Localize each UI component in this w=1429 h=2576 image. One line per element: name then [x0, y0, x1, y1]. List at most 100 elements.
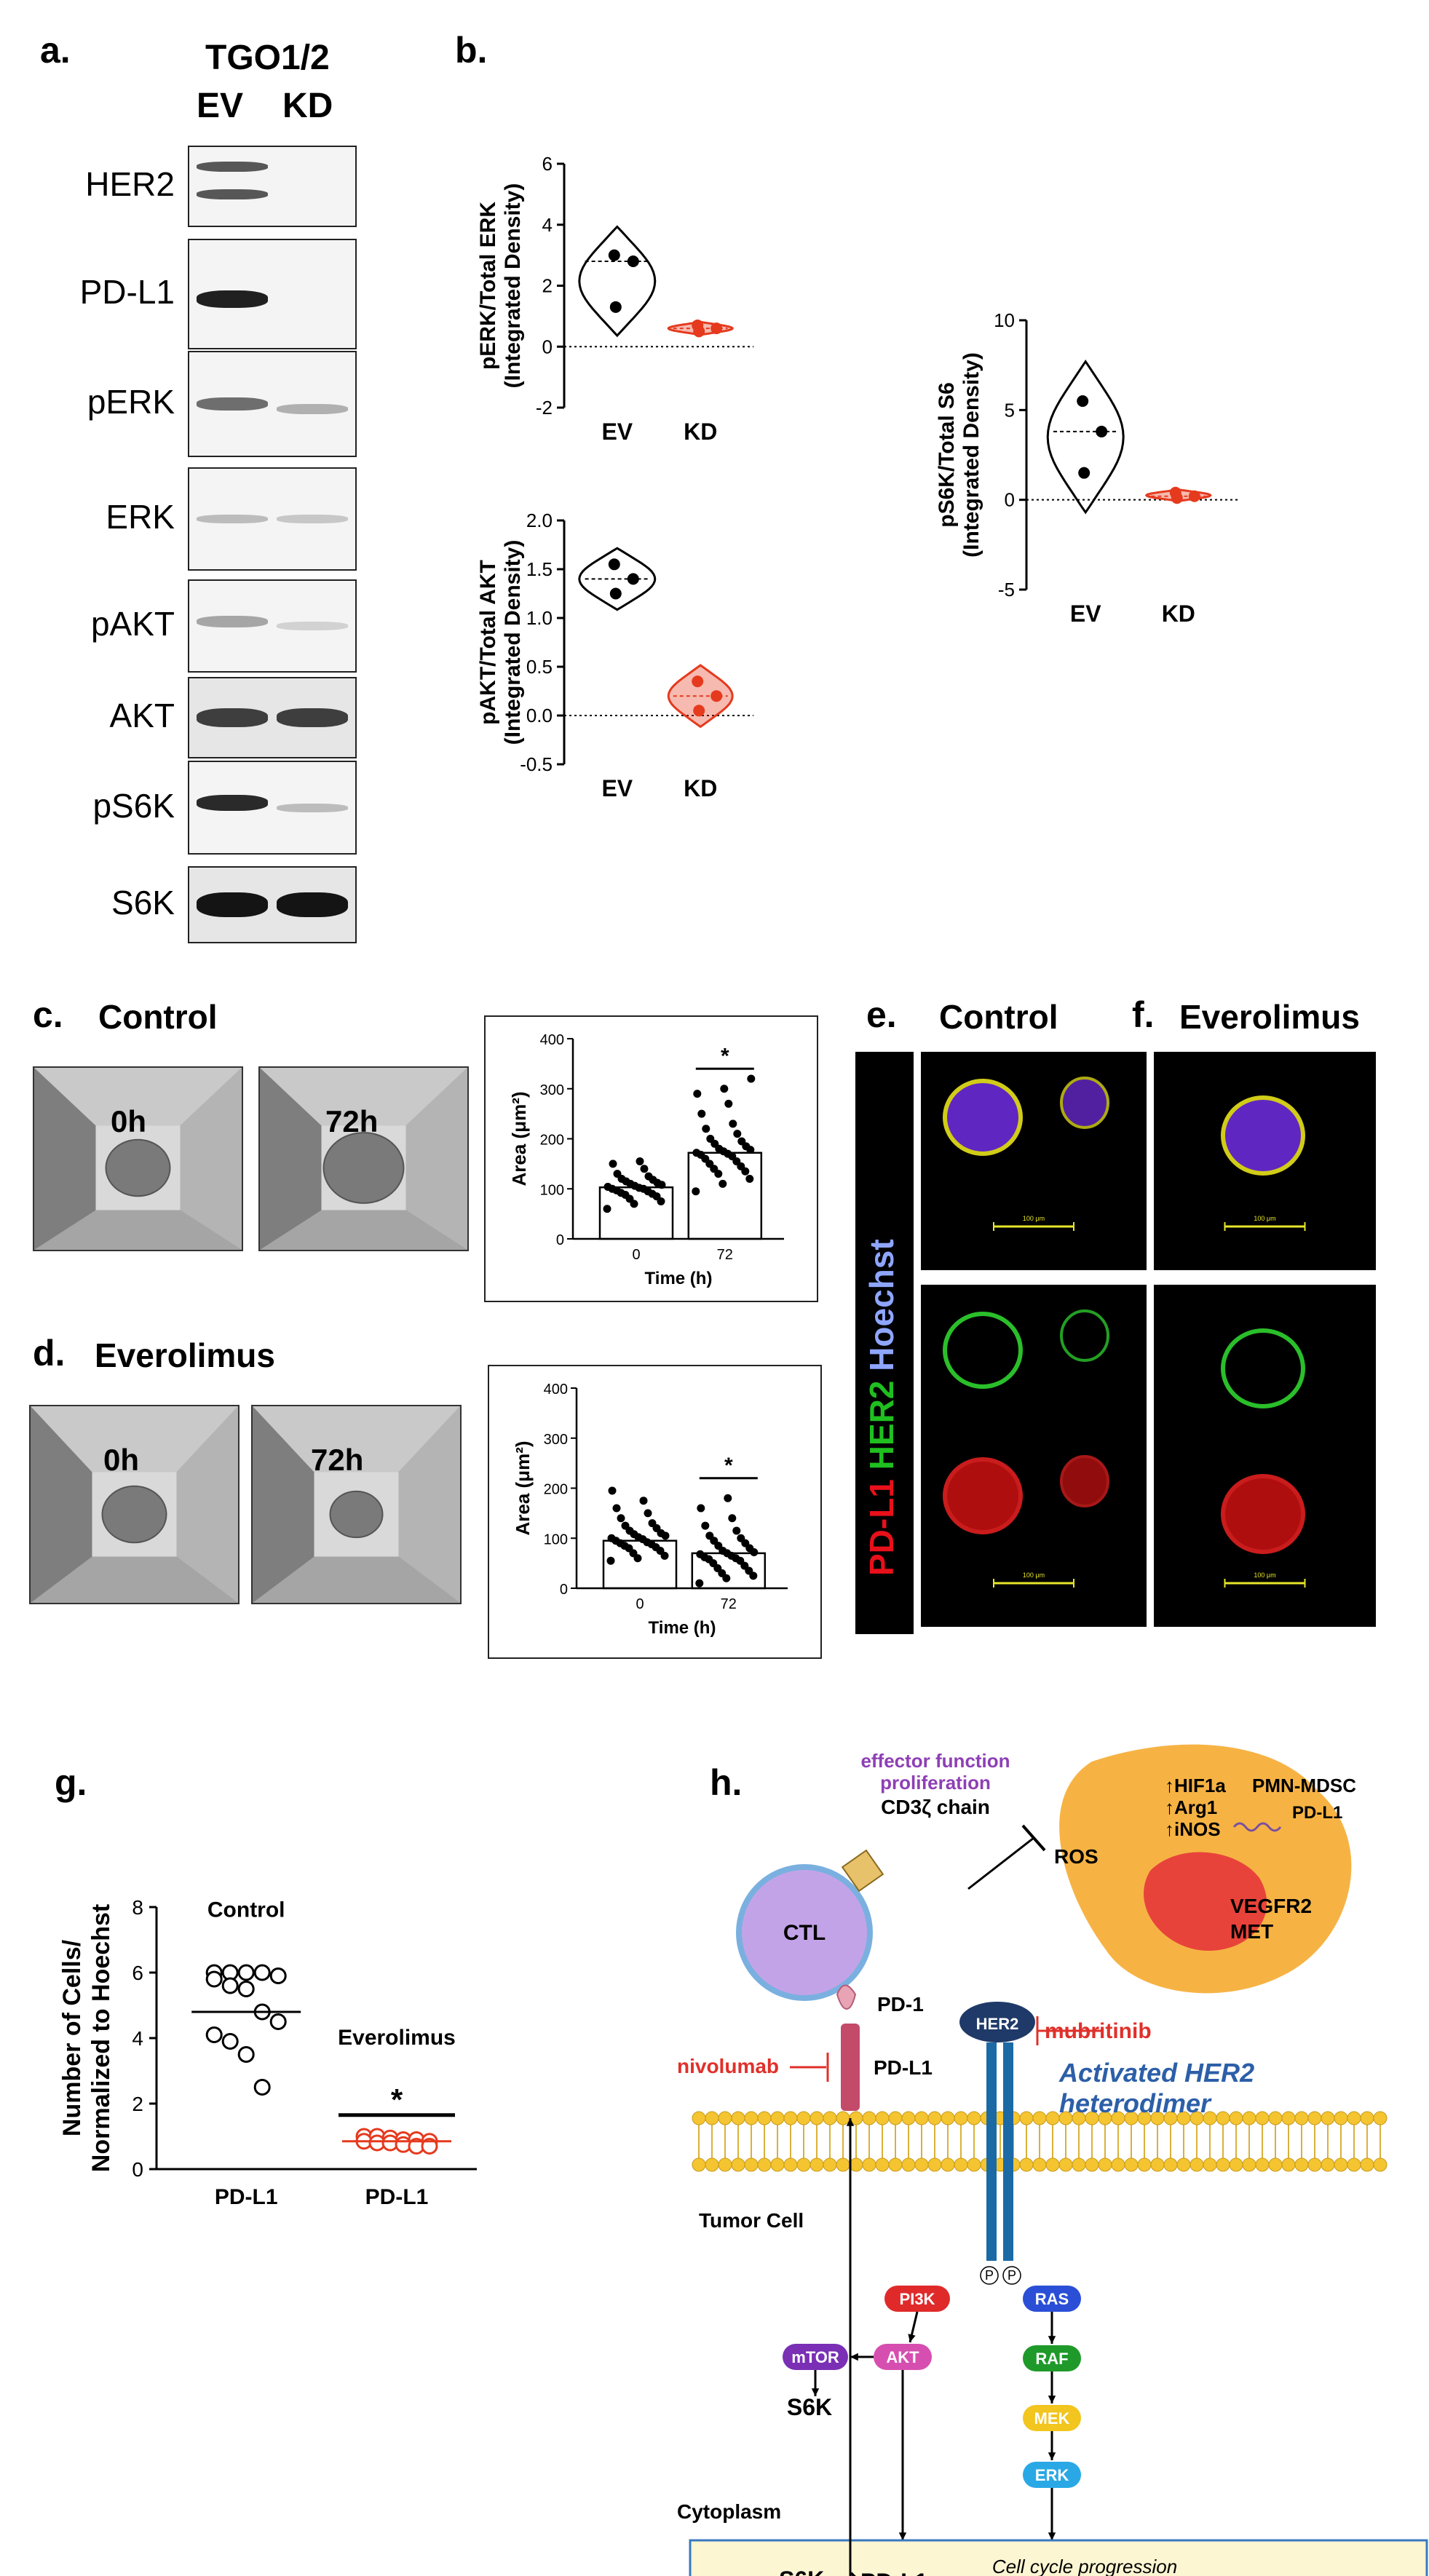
stain-hoechst-label: Hoechst	[863, 1239, 900, 1371]
pathway-diagram: ↑HIF1a↑Arg1↑iNOSPMN-MDSCPD-L1VEGFR2METef…	[677, 1744, 1428, 2576]
panel-a-label: a.	[40, 30, 71, 71]
node-s6k: S6K	[787, 2394, 832, 2420]
y-tick-label: 4	[132, 2027, 143, 2050]
svg-text:(Integrated Density): (Integrated Density)	[959, 352, 983, 558]
panel-f-label: f.	[1132, 994, 1155, 1035]
data-point	[613, 1170, 622, 1178]
mdsc-pdl1-label: PD-L1	[1292, 1803, 1342, 1823]
y-tick-label: 0	[132, 2158, 143, 2181]
pmn-mdsc-label: PMN-MDSC	[1252, 1775, 1356, 1796]
y-tick-label: 8	[132, 1896, 143, 1919]
svg-text:pERK/Total ERK: pERK/Total ERK	[476, 202, 500, 370]
data-point	[644, 1172, 653, 1181]
mdsc-marker: ↑Arg1	[1165, 1796, 1217, 1818]
data-point	[724, 1099, 733, 1108]
cytoplasm-label: Cytoplasm	[677, 2500, 781, 2523]
spheroid	[105, 1138, 171, 1197]
blot-band	[277, 892, 348, 917]
y-tick-label: 6	[132, 1962, 143, 1984]
blot-erk	[188, 467, 357, 571]
spheroid-everolimus-72h: 72h	[251, 1405, 462, 1604]
vegfr2-label: VEGFR2	[1230, 1895, 1312, 1917]
y-tick-label: 0	[560, 1582, 568, 1598]
panel-c-label: c.	[33, 994, 63, 1035]
y-tick-label: 400	[544, 1382, 568, 1398]
blot-label-ps6k: pS6K	[92, 786, 175, 825]
micrograph-control-1: 100 μm	[921, 1052, 1147, 1270]
node-ras-label: RAS	[1035, 2290, 1069, 2308]
y-tick-label: 1.0	[526, 607, 553, 629]
data-point	[640, 1165, 649, 1173]
blot-label-pakt: pAKT	[90, 605, 175, 643]
significance-star: *	[724, 1454, 733, 1478]
data-point	[747, 1074, 756, 1083]
data-point	[745, 1175, 754, 1183]
blot-band	[197, 515, 268, 523]
stain-pdl1-label: PD-L1	[863, 1479, 900, 1576]
svg-text:Normalized to Hoechst: Normalized to Hoechst	[87, 1904, 115, 2172]
blot-ps6k	[188, 761, 357, 855]
heterodimer-label: heterodimer	[1059, 2088, 1212, 2118]
x-tick-label: PD-L1	[215, 2185, 278, 2209]
violin-ev	[578, 225, 657, 338]
ctl-cell	[736, 1864, 873, 2001]
panel-e-label: e.	[866, 994, 897, 1035]
data-point	[692, 1187, 700, 1196]
data-point	[1096, 425, 1108, 437]
significance-star: *	[721, 1044, 729, 1068]
scale-bar-label: 100 μm	[1254, 1215, 1275, 1222]
spheroid-signal	[1221, 1095, 1305, 1176]
her2-chain-2	[1003, 2042, 1013, 2261]
data-point	[706, 1135, 715, 1143]
x-tick-label: KD	[1162, 601, 1195, 627]
data-point	[269, 1967, 287, 1984]
data-point	[1171, 492, 1183, 504]
blot-band	[277, 404, 348, 415]
spheroid-signal	[1221, 1474, 1305, 1554]
significance-star: *	[391, 2082, 403, 2117]
lane-ev-label: EV	[197, 87, 244, 125]
blot-label-her2: HER2	[85, 165, 175, 203]
y-axis-label: pAKT/Total AKT(Integrated Density)	[476, 540, 525, 745]
data-point	[692, 1149, 701, 1157]
data-point	[697, 1504, 705, 1513]
panel-b-label: b.	[455, 30, 488, 71]
spheroid-control-0h: 0h	[33, 1066, 243, 1251]
data-point	[710, 322, 723, 335]
data-point	[627, 573, 639, 585]
blot-label-perk: pERK	[87, 383, 175, 421]
data-point	[607, 1534, 616, 1542]
data-point	[1188, 490, 1200, 502]
data-point	[603, 1205, 611, 1213]
blot-label-akt: AKT	[109, 697, 175, 734]
data-point	[621, 1521, 630, 1530]
spheroid-signal	[943, 1079, 1023, 1156]
data-point	[603, 1183, 612, 1191]
blot-label-erk: ERK	[106, 498, 175, 536]
data-point	[737, 1137, 746, 1146]
data-point	[237, 1964, 255, 1981]
node-erk	[1023, 2462, 1081, 2488]
spheroid-control-72h: 72h	[258, 1066, 469, 1251]
x-axis-label: Time (h)	[645, 1269, 713, 1288]
micrograph-everolimus-1: 100 μm	[1154, 1052, 1376, 1270]
stain-label-strip: PD-L1 HER2 Hoechst	[855, 1052, 914, 1634]
cd3-label: CD3ζ chain	[881, 1796, 990, 1818]
panel-f-title: Everolimus	[1179, 998, 1360, 1036]
y-axis-label: Number of Cells/Normalized to Hoechst	[58, 1904, 115, 2172]
y-tick-label: 6	[542, 153, 553, 175]
svg-text:Area (μm²): Area (μm²)	[512, 1440, 534, 1535]
pd1-receptor	[836, 1984, 857, 2010]
y-tick-label: 200	[544, 1482, 568, 1498]
blot-perk	[188, 351, 357, 457]
data-point	[421, 2138, 438, 2155]
data-point	[693, 325, 705, 338]
scale-bar-label: 100 μm	[1254, 1572, 1275, 1579]
blot-s6k	[188, 866, 357, 943]
micrograph-everolimus-3: 100 μm	[1154, 1430, 1376, 1627]
y-tick-label: 5	[1005, 399, 1015, 421]
y-tick-label: 200	[540, 1133, 564, 1149]
y-tick-label: 1.5	[526, 558, 553, 580]
